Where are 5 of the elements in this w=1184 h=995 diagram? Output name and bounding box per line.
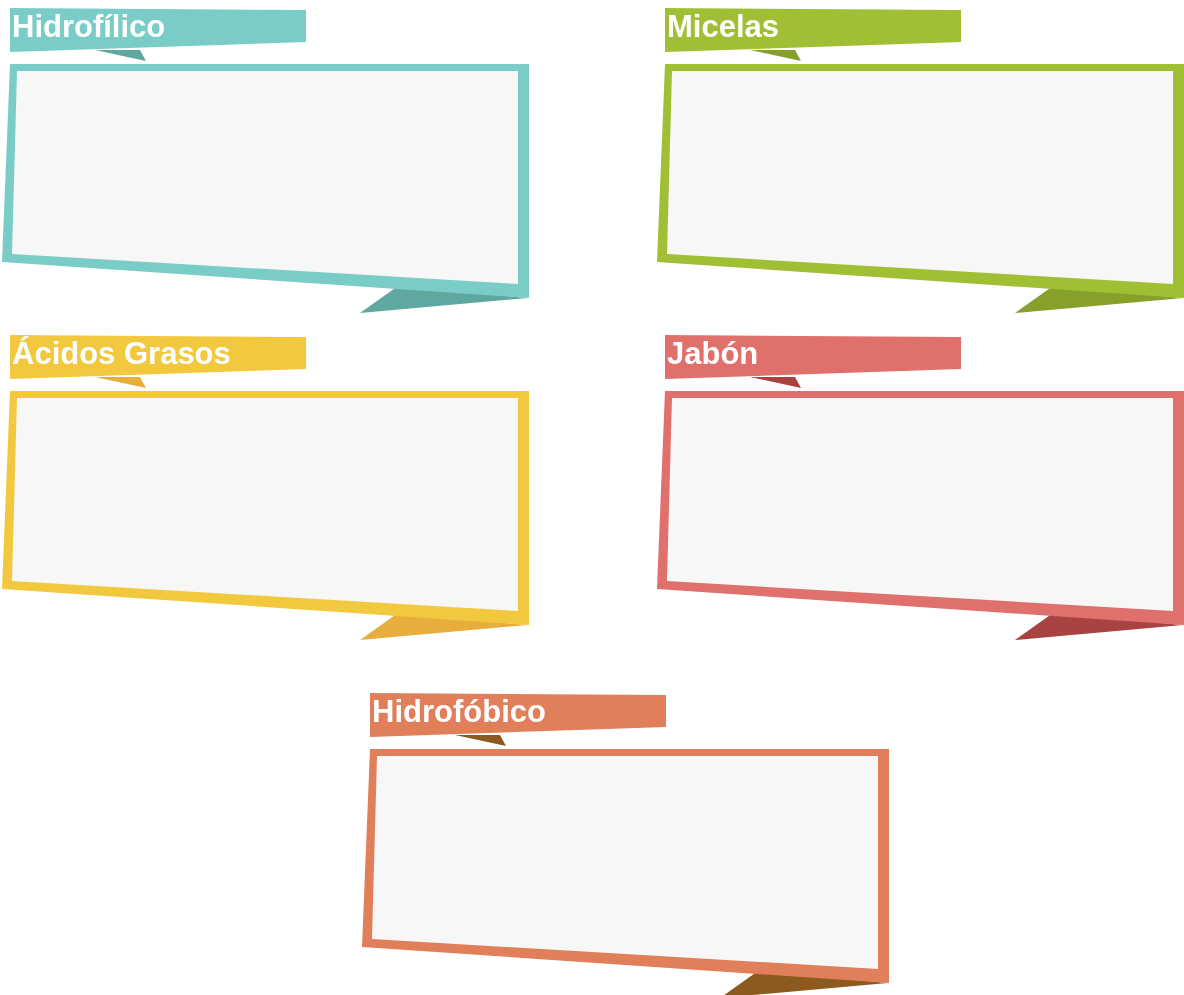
heading: Hidrofílico <box>12 10 166 44</box>
heading: Jabón <box>667 337 759 371</box>
heading: Hidrofóbico <box>372 695 546 729</box>
heading: Ácidos Grasos <box>12 337 231 371</box>
heading: Micelas <box>667 10 779 44</box>
